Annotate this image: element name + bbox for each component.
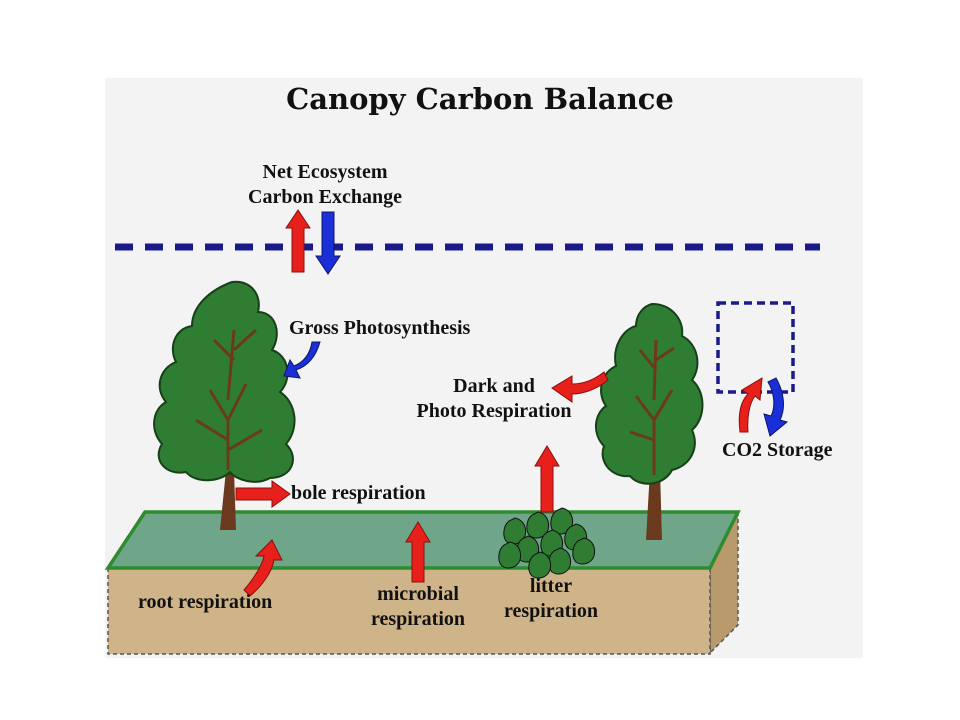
root-respiration-label: root respiration bbox=[138, 591, 273, 613]
net-exchange-label: Net Ecosystem Carbon Exchange bbox=[220, 160, 430, 210]
root-respiration-arrow bbox=[243, 539, 283, 597]
microbial-respiration-label: microbial respiration bbox=[348, 582, 488, 632]
dark-photo-respiration-arrow bbox=[551, 371, 609, 403]
net-exchange-label-line2: Carbon Exchange bbox=[248, 186, 402, 208]
dark-photo-respiration-label: Dark and Photo Respiration bbox=[396, 374, 592, 424]
gross-photosynthesis-arrow bbox=[283, 341, 321, 379]
microbial-label-line1: microbial bbox=[377, 583, 459, 605]
litter-respiration-label: litter respiration bbox=[486, 574, 616, 624]
co2-storage-label: CO2 Storage bbox=[722, 439, 833, 461]
microbial-respiration-arrow bbox=[405, 521, 431, 583]
net-exchange-down-arrow bbox=[315, 211, 341, 275]
net-exchange-label-line1: Net Ecosystem bbox=[262, 161, 388, 183]
co2-storage-in-arrow bbox=[738, 377, 763, 433]
litter-respiration-arrow bbox=[534, 445, 560, 513]
litter-label-line2: respiration bbox=[503, 600, 599, 622]
right-tree bbox=[595, 302, 704, 540]
co2-storage-box bbox=[716, 301, 795, 394]
net-exchange-up-arrow bbox=[285, 209, 311, 273]
dark-photo-label-line2: Photo Respiration bbox=[416, 400, 572, 422]
dark-photo-label-line1: Dark and bbox=[453, 375, 535, 397]
bole-respiration-label: bole respiration bbox=[291, 482, 426, 504]
microbial-label-line2: respiration bbox=[370, 608, 466, 630]
left-tree bbox=[153, 280, 296, 530]
bole-respiration-arrow bbox=[235, 480, 291, 508]
litter-label-line1: litter bbox=[529, 575, 573, 597]
diagram-title: Canopy Carbon Balance bbox=[286, 82, 674, 116]
gross-photosynthesis-label: Gross Photosynthesis bbox=[289, 317, 471, 339]
co2-storage-out-arrow bbox=[763, 377, 789, 437]
